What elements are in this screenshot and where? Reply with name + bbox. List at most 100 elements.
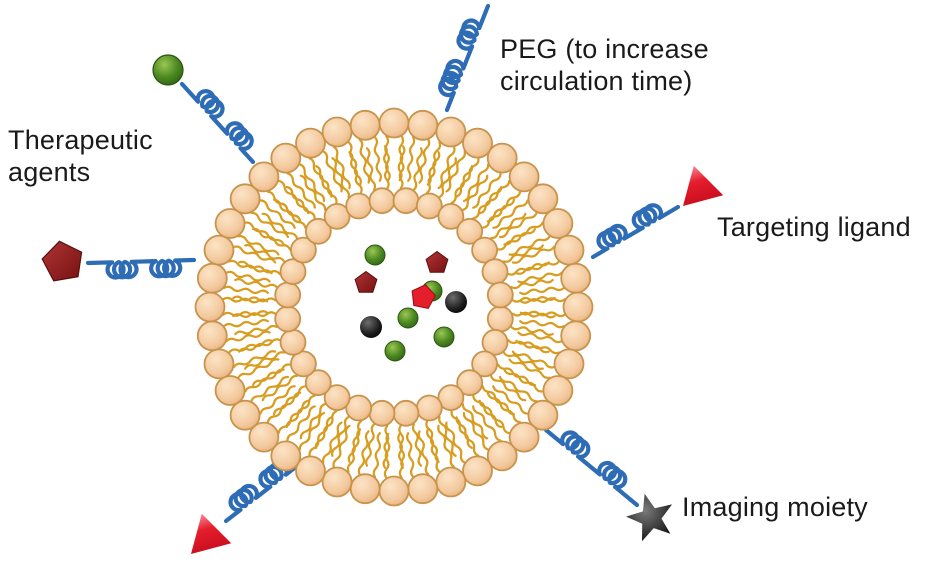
lipid-tail — [299, 403, 327, 440]
lipid-tail — [331, 415, 350, 457]
lipid-tail — [497, 228, 536, 251]
lipid-head — [527, 183, 559, 215]
lipid-head — [321, 466, 353, 498]
lipid-tail — [425, 420, 440, 463]
lipid-tail — [508, 358, 551, 379]
inner-lipid-heads — [274, 187, 514, 427]
lipid-tail — [437, 424, 456, 469]
lipid-tail — [259, 385, 296, 415]
lipid-head — [378, 475, 410, 507]
lipid-tail — [445, 150, 466, 193]
lipid-tail — [445, 421, 466, 464]
lipid-head — [289, 350, 317, 378]
lipid-tail — [365, 147, 377, 191]
lipid-head — [194, 291, 226, 323]
lipid-tail — [472, 394, 503, 429]
lipid-tail — [244, 244, 286, 263]
lipid-tail — [277, 399, 310, 435]
lipid-tail — [507, 261, 550, 276]
lipid-head — [508, 161, 540, 193]
lipid-head — [542, 375, 574, 406]
lipid-tail — [298, 411, 326, 451]
lipid-tail — [358, 138, 371, 184]
bright-red-pentagon-icon — [411, 284, 437, 309]
lipid-tail — [266, 190, 302, 223]
lipid-tail — [462, 411, 490, 451]
lipid-tail — [237, 358, 280, 379]
lipid-tail — [405, 432, 415, 478]
lipid-tail — [286, 172, 316, 209]
lipid-head — [323, 384, 351, 412]
lipid-tail — [332, 424, 351, 469]
lipid-tail — [438, 157, 457, 199]
red-triangle-icon — [683, 165, 724, 206]
lipid-tail — [510, 325, 554, 337]
red-pentagon-icon — [425, 250, 449, 273]
lipid-tails — [222, 135, 566, 479]
lipid-tail — [511, 311, 556, 319]
lipid-tail — [225, 270, 271, 283]
lipid-tail — [322, 421, 343, 464]
lipid-tail — [382, 424, 390, 469]
black-sphere-icon — [360, 316, 382, 338]
lipid-head — [553, 234, 585, 266]
lipid-head — [415, 192, 443, 220]
green-sphere-icon — [397, 307, 419, 329]
black-sphere-icon — [445, 291, 467, 313]
lipid-head — [542, 208, 574, 239]
lipid-head — [295, 455, 326, 487]
lipid-head — [560, 262, 592, 294]
lipid-head — [486, 305, 514, 333]
black-star-icon — [626, 493, 672, 542]
lipid-tail — [511, 295, 556, 303]
attached-moieties — [41, 54, 724, 554]
lipid-tail — [455, 157, 480, 198]
lipid-head — [279, 258, 307, 286]
lipid-tail — [384, 135, 391, 182]
lipid-head — [378, 107, 410, 139]
lipid-head — [471, 236, 499, 264]
lipid-head — [456, 217, 484, 245]
lipid-head — [304, 369, 332, 397]
lipid-tail — [232, 245, 277, 264]
lipid-tail — [382, 145, 390, 190]
red-pentagon-icon — [354, 270, 378, 293]
lipid-head — [349, 109, 381, 141]
lipid-tail — [437, 145, 456, 190]
lipid-tail — [364, 423, 376, 467]
lipid-head — [486, 281, 514, 309]
lipid-tail — [519, 297, 566, 304]
lipid-head — [481, 328, 509, 356]
lipid-head — [562, 291, 594, 323]
outer-lipid-heads — [194, 107, 594, 507]
lipid-tail — [425, 151, 441, 194]
label-targeting-ligand: Targeting ligand — [717, 212, 911, 242]
green-sphere-icon — [433, 326, 455, 348]
peg-chain — [85, 257, 197, 280]
lipid-head — [462, 455, 493, 487]
lipid-head — [323, 202, 351, 230]
peg-chain — [543, 427, 640, 508]
lipid-tail — [502, 244, 544, 263]
lipid-tail — [498, 375, 538, 403]
lipid-tail — [322, 150, 343, 193]
lipid-tail — [252, 363, 291, 386]
lipid-tail — [347, 141, 362, 186]
lipid-head — [214, 375, 246, 406]
lipid-head — [270, 142, 302, 174]
lipid-tail — [314, 410, 338, 449]
lipid-tail — [372, 432, 382, 478]
lipid-tail — [481, 385, 516, 416]
lipid-head — [435, 116, 467, 148]
lipid-tail — [272, 198, 307, 229]
lipid-tail — [406, 136, 416, 182]
lipid-tail — [232, 311, 277, 319]
lipid-tail — [357, 430, 370, 476]
lipid-tail — [223, 318, 269, 328]
lipid-head — [368, 399, 396, 427]
lipid-tail — [438, 415, 457, 457]
lipid-tail — [418, 138, 431, 184]
peg-chain — [223, 460, 300, 524]
lipid-tail — [225, 330, 271, 343]
lipid-tail — [348, 151, 363, 194]
